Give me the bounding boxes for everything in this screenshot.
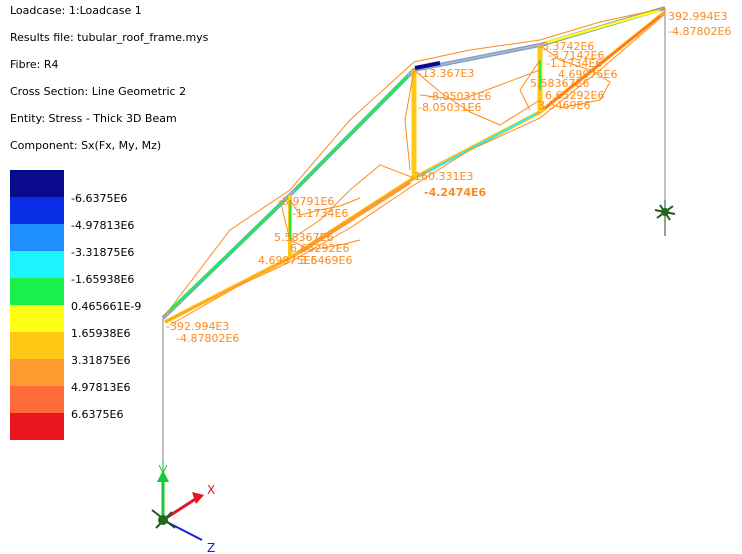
value-label: 5.58367E6 <box>530 77 589 90</box>
z-axis-label: Z <box>207 541 215 554</box>
value-label: 160.331E3 <box>414 170 473 183</box>
legend-swatch <box>10 305 64 332</box>
value-label: -1.1734E6 <box>292 207 348 220</box>
legend-swatch <box>10 359 64 386</box>
web-verticals <box>288 45 543 258</box>
legend-label: -3.31875E6 <box>71 246 135 259</box>
cross-section-label: Cross Section: Line Geometric 2 <box>10 85 187 98</box>
value-label: 6.65292E6 <box>290 242 349 255</box>
value-label: -4.2474E6 <box>424 186 487 199</box>
value-label: -3.9791E6 <box>278 195 334 208</box>
legend-label: -4.97813E6 <box>71 219 135 232</box>
component-label: Component: Sx(Fx, My, Mz) <box>10 139 162 152</box>
fibre-label: Fibre: R4 <box>10 58 59 71</box>
legend-swatch <box>10 251 64 278</box>
value-label: -4.87802E6 <box>668 25 731 38</box>
legend-swatch <box>10 386 64 413</box>
legend-swatch <box>10 278 64 305</box>
results-file-label: Results file: tubular_roof_frame.mys <box>10 31 209 44</box>
legend-label: 0.465661E-9 <box>71 300 142 313</box>
entity-label: Entity: Stress - Thick 3D Beam <box>10 112 177 125</box>
value-label: -8.05031E6 <box>428 90 491 103</box>
axis-triad <box>151 460 204 541</box>
legend-label: 6.6375E6 <box>71 408 124 421</box>
legend-swatch <box>10 197 64 224</box>
loadcase-label: Loadcase: 1:Loadcase 1 <box>10 4 142 17</box>
value-label: 3.5469E6 <box>538 99 590 112</box>
value-label: -13.367E3 <box>418 67 474 80</box>
value-label: 6.65292E6 <box>545 89 604 102</box>
legend-label: 1.65938E6 <box>71 327 131 340</box>
stress-diagram <box>162 7 666 326</box>
legend-label: -1.65938E6 <box>71 273 135 286</box>
value-label: -392.994E3 <box>166 320 229 333</box>
legend-swatch <box>10 332 64 359</box>
value-label: -3.3742E6 <box>538 40 594 53</box>
value-label: 3.5469E6 <box>300 254 352 267</box>
legend-label: 3.31875E6 <box>71 354 131 367</box>
right-support-icon <box>654 200 676 236</box>
legend-swatch <box>10 413 64 440</box>
x-axis-label: X <box>207 483 215 497</box>
value-label: 5.58367E6 <box>274 231 333 244</box>
legend-label: 4.97813E6 <box>71 381 131 394</box>
value-label: 4.69975E6 <box>258 254 317 267</box>
value-label: -3.7142E6 <box>548 49 604 62</box>
value-label: -1.1734E6 <box>546 57 602 70</box>
color-legend: -6.6375E6 -4.97813E6 -3.31875E6 -1.65938E6 0… <box>10 170 141 440</box>
legend-label: -6.6375E6 <box>71 192 128 205</box>
legend-swatch <box>10 170 64 197</box>
legend-swatch <box>10 224 64 251</box>
value-label: -8.05031E6 <box>418 101 481 114</box>
value-label: 4.69975E6 <box>558 68 617 81</box>
value-label: -4.87802E6 <box>176 332 239 345</box>
value-label: 392.994E3 <box>668 10 727 23</box>
